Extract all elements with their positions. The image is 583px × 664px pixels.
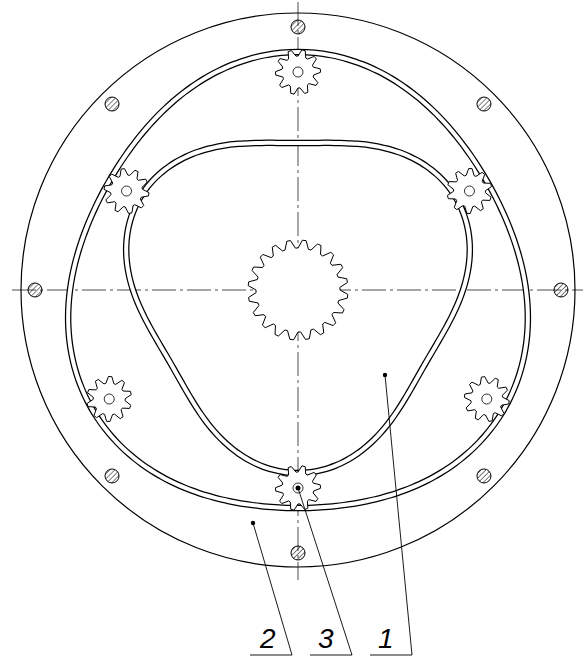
track-groove: [68, 52, 528, 508]
bolt-hole: [554, 283, 568, 297]
spline-gear: [248, 240, 348, 340]
center-lines: [12, 2, 583, 580]
bolt-holes: [28, 20, 568, 560]
callout-slot: 3: [318, 625, 334, 653]
callout-slot: 1: [378, 625, 394, 653]
pinion-bore: [104, 394, 114, 404]
pinion-gear: [447, 169, 491, 214]
leader-line: [370, 375, 412, 655]
track-groove: [126, 143, 470, 473]
pinion-gear: [87, 377, 131, 422]
pinion-bore: [122, 186, 132, 196]
callout-number: 1: [378, 625, 394, 653]
pinion-gear: [276, 50, 321, 94]
bolt-hole: [105, 97, 119, 111]
callout-number: 2: [260, 625, 276, 653]
track-loops: [68, 52, 528, 508]
bolt-hole: [477, 469, 491, 483]
leader-dot: [383, 373, 387, 377]
pinions: [87, 50, 509, 510]
bolt-hole: [477, 97, 491, 111]
leader-dot: [251, 521, 255, 525]
pinion-bore: [293, 67, 303, 77]
spline-hub: [248, 240, 348, 340]
track-outline: [68, 52, 528, 508]
bolt-hole: [291, 20, 305, 34]
pinion-bore: [464, 186, 474, 196]
callout-number: 3: [318, 625, 334, 653]
callout-slot: 2: [260, 625, 276, 653]
leader-line: [250, 523, 292, 655]
pinion-gear: [104, 169, 149, 214]
bolt-hole: [105, 469, 119, 483]
leader-lines: [250, 373, 412, 655]
pinion-gear: [464, 377, 509, 422]
leader-line: [298, 488, 352, 655]
pinion-bore: [482, 394, 492, 404]
bolt-hole: [291, 546, 305, 560]
track-outline: [126, 143, 470, 473]
bolt-hole: [28, 283, 42, 297]
